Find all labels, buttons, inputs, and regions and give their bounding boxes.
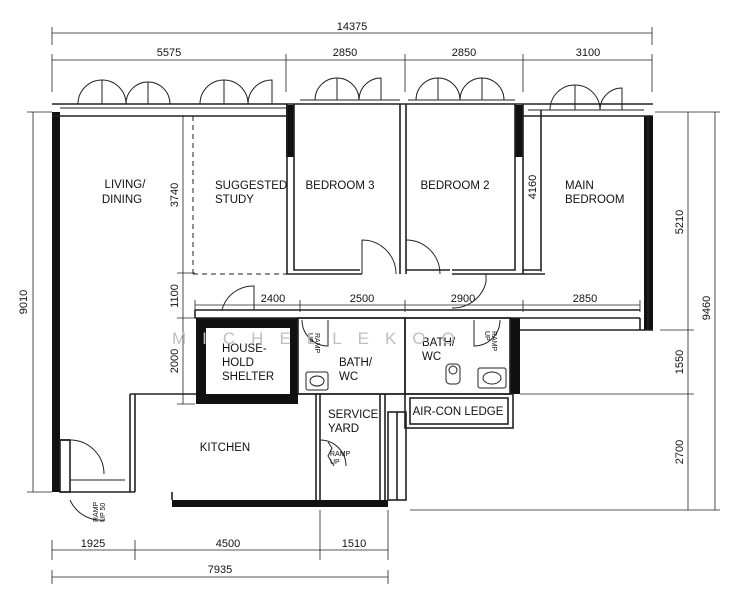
dim-left-mid: 1100	[169, 284, 181, 308]
dim-left-total: 9010	[18, 290, 30, 314]
label-main-2: BEDROOM	[565, 194, 624, 206]
label-living-2: DINING	[102, 194, 142, 206]
room-labels: LIVING/ DINING SUGGESTED STUDY BEDROOM 3…	[102, 179, 625, 206]
dim-overall-width: 14375	[337, 21, 368, 33]
label-shelter-3: SHELTER	[222, 371, 274, 383]
dim-right-lower: 2700	[674, 440, 686, 464]
dimension-labels: 14375 5575 2850 2850 3100 9010 3740 1100…	[18, 21, 713, 576]
dim-top-bed3: 2850	[333, 47, 357, 59]
label-bath2-2: WC	[422, 351, 441, 363]
dim-bottom-1: 1925	[81, 538, 105, 550]
basin-bath2	[477, 367, 507, 389]
walls	[52, 105, 653, 507]
label-shelter-1: HOUSE-	[222, 343, 267, 355]
label-bath1-1: BATH/	[339, 357, 373, 369]
dim-right-total: 9460	[701, 296, 713, 320]
thin-walls	[52, 103, 653, 501]
ramp2-l1: RAMP	[490, 331, 497, 352]
dim-bottom-total: 7935	[208, 564, 232, 576]
toilet-bath2	[445, 363, 461, 385]
label-kitchen: KITCHEN	[200, 442, 250, 454]
dim-main-bed-depth: 4160	[527, 175, 539, 199]
dim-right-mid: 1550	[674, 350, 686, 374]
windows	[60, 77, 644, 111]
dim-bottom-3: 1510	[342, 538, 366, 550]
ramp3-l1: RAMP	[330, 451, 351, 458]
ramp1-l2: UP	[306, 333, 313, 343]
toilet-seat	[448, 365, 458, 375]
ramp-entry-l2: UP 50	[100, 503, 107, 522]
shelter-interior	[206, 328, 290, 394]
dim-mid-2: 2500	[350, 293, 374, 305]
label-bath1-2: WC	[339, 371, 358, 383]
label-main-1: MAIN	[565, 180, 594, 192]
doors	[69, 239, 501, 521]
dim-mid-4: 2850	[573, 293, 597, 305]
fixtures	[305, 363, 507, 467]
ramp2-l2: UP	[483, 331, 490, 341]
label-bath2-1: BATH/	[422, 337, 456, 349]
dim-top-bed2: 2850	[452, 47, 476, 59]
wall-kitchen-bottom	[172, 500, 388, 507]
dim-top-main: 3100	[576, 47, 600, 59]
watermark: MICHELLEKOO	[172, 329, 471, 348]
label-yard-2: YARD	[328, 423, 359, 435]
wall-bed3-left	[286, 105, 294, 157]
wall-bath2-right	[510, 318, 520, 394]
label-aircon: AIR-CON LEDGE	[413, 406, 504, 418]
label-yard-1: SERVICE	[328, 409, 379, 421]
wet-area-labels: BATH/ WC BATH/ WC KITCHEN SERVICE YARD A…	[200, 337, 504, 454]
dim-top-living: 5575	[157, 47, 181, 59]
ramp1-l1: RAMP	[313, 333, 320, 354]
dim-left-lower: 2000	[169, 349, 181, 373]
basin-bowl-bath1	[309, 375, 325, 387]
label-bedroom-3: BEDROOM 3	[305, 180, 374, 192]
ramp-labels: RAMP UP RAMP UP RAMP UP RAMP UP 50	[93, 331, 497, 522]
label-shelter-2: HOLD	[222, 357, 254, 369]
dim-right-upper: 5210	[674, 210, 686, 234]
dim-mid-1: 2400	[261, 293, 285, 305]
label-study-2: STUDY	[215, 194, 254, 206]
dim-bottom-2: 4500	[216, 538, 240, 550]
basin-bath1	[305, 371, 329, 391]
basin-bowl-bath2	[482, 371, 502, 385]
ramp-entry-l1: RAMP	[93, 501, 100, 522]
dim-mid-3: 2900	[451, 293, 475, 305]
wall-bed2-right	[515, 105, 523, 157]
label-study-1: SUGGESTED	[215, 180, 287, 192]
label-living-1: LIVING/	[105, 179, 147, 191]
shelter-labels: HOUSE- HOLD SHELTER	[222, 343, 274, 383]
dim-left-upper: 3740	[169, 183, 181, 207]
label-bedroom-2: BEDROOM 2	[420, 180, 489, 192]
ramp3-l2: UP	[330, 459, 340, 466]
ramp-arrow	[327, 441, 335, 467]
wall-living-left	[52, 112, 60, 492]
study-boundary	[192, 116, 287, 275]
